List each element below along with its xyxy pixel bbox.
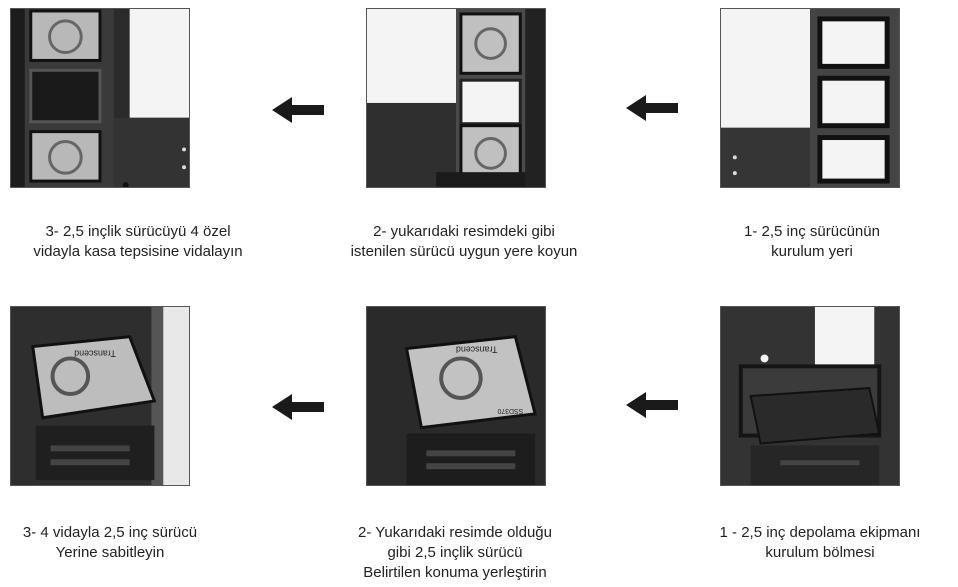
caption-line: 3- 4 vidayla 2,5 inç sürücü <box>22 524 198 541</box>
photo-step2-place-drive-position: Transcend SSD370 <box>366 306 546 486</box>
caption-row1-step1: 1- 2,5 inç sürücünün kurulum yeri <box>662 222 958 262</box>
caption-line: Yerine sabitleyin <box>55 544 165 561</box>
caption-line: gibi 2,5 inçlik sürücü <box>387 544 523 561</box>
drive-brand-text: Transcend <box>456 345 498 355</box>
caption-line: 2- yukarıdaki resimdeki gibi <box>373 223 555 240</box>
arrow-left-icon <box>272 97 324 123</box>
arrow-left-icon <box>626 95 678 121</box>
drive-part-text: SSD370 <box>497 407 523 414</box>
caption-line: kurulum yeri <box>771 243 853 260</box>
photo-step3-drive-fixed: Transcend <box>10 306 190 486</box>
caption-line: 1- 2,5 inç sürücünün <box>744 223 880 240</box>
caption-line: Belirtilen konuma yerleştirin <box>363 564 547 581</box>
photo-step1-storage-bay <box>720 306 900 486</box>
caption-line: vidayla kasa tepsisine vidalayın <box>33 243 243 260</box>
caption-line: 3- 2,5 inçlik sürücüyü 4 özel <box>45 223 231 240</box>
caption-line: kurulum bölmesi <box>765 544 875 561</box>
arrow-left-icon <box>626 392 678 418</box>
caption-row1-step3: 3- 2,5 inçlik sürücüyü 4 özel vidayla ka… <box>0 222 288 262</box>
caption-row2-step1: 1 - 2,5 inç depolama ekipmanı kurulum bö… <box>670 523 958 563</box>
caption-line: 1 - 2,5 inç depolama ekipmanı <box>719 524 921 541</box>
photo-step3-drive-screwed-tray <box>10 8 190 188</box>
caption-line: 2- Yukarıdaki resimde olduğu <box>357 524 552 541</box>
caption-row1-step2: 2- yukarıdaki resimdeki gibi istenilen s… <box>314 222 614 262</box>
caption-line: istenilen sürücü uygun yere koyun <box>350 243 578 260</box>
caption-row2-step2: 2- Yukarıdaki resimde olduğu gibi 2,5 in… <box>305 523 605 583</box>
photo-step2-place-drive <box>366 8 546 188</box>
photo-step1-installation-location <box>720 8 900 188</box>
arrow-left-icon <box>272 394 324 420</box>
drive-brand-text: Transcend <box>74 349 116 359</box>
caption-row2-step3: 3- 4 vidayla 2,5 inç sürücü Yerine sabit… <box>0 523 260 563</box>
